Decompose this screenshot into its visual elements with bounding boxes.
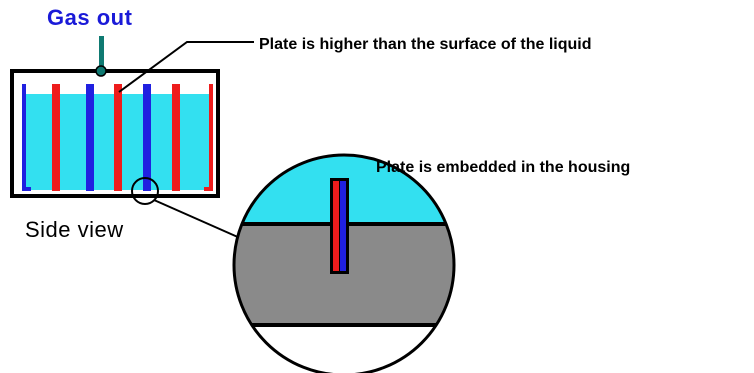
- plate-blue-1: [86, 84, 94, 191]
- gas-outlet-port: [95, 65, 107, 77]
- leader-line-plate-height: [118, 41, 254, 93]
- gas-outlet-pipe: [99, 36, 104, 67]
- plate-red-2: [114, 84, 122, 191]
- plate-embedded-label: Plate is embedded in the housing: [376, 159, 631, 176]
- zoom-plate-red: [333, 181, 339, 271]
- plate-blue-2: [143, 84, 151, 191]
- zoom-circle-border: [232, 153, 456, 373]
- side-wire-red: [204, 84, 213, 191]
- plate-red-1: [52, 84, 60, 191]
- gas-out-label: Gas out: [47, 5, 133, 30]
- plate-higher-label: Plate is higher than the surface of the …: [259, 36, 592, 53]
- zoom-plate-blue: [340, 181, 346, 271]
- leader-line-zoom: [153, 199, 241, 239]
- plate-red-3: [172, 84, 180, 191]
- zoom-below-housing: [234, 325, 454, 373]
- zoom-plate-outline: [330, 178, 349, 274]
- side-view-label: Side view: [25, 217, 124, 242]
- side-wire-blue: [22, 84, 31, 191]
- cell-housing: [10, 69, 220, 198]
- electrode-plates: [52, 84, 180, 191]
- magnifier-marker: [131, 177, 159, 205]
- cell-side-view: [10, 36, 220, 205]
- zoom-detail: [234, 155, 454, 373]
